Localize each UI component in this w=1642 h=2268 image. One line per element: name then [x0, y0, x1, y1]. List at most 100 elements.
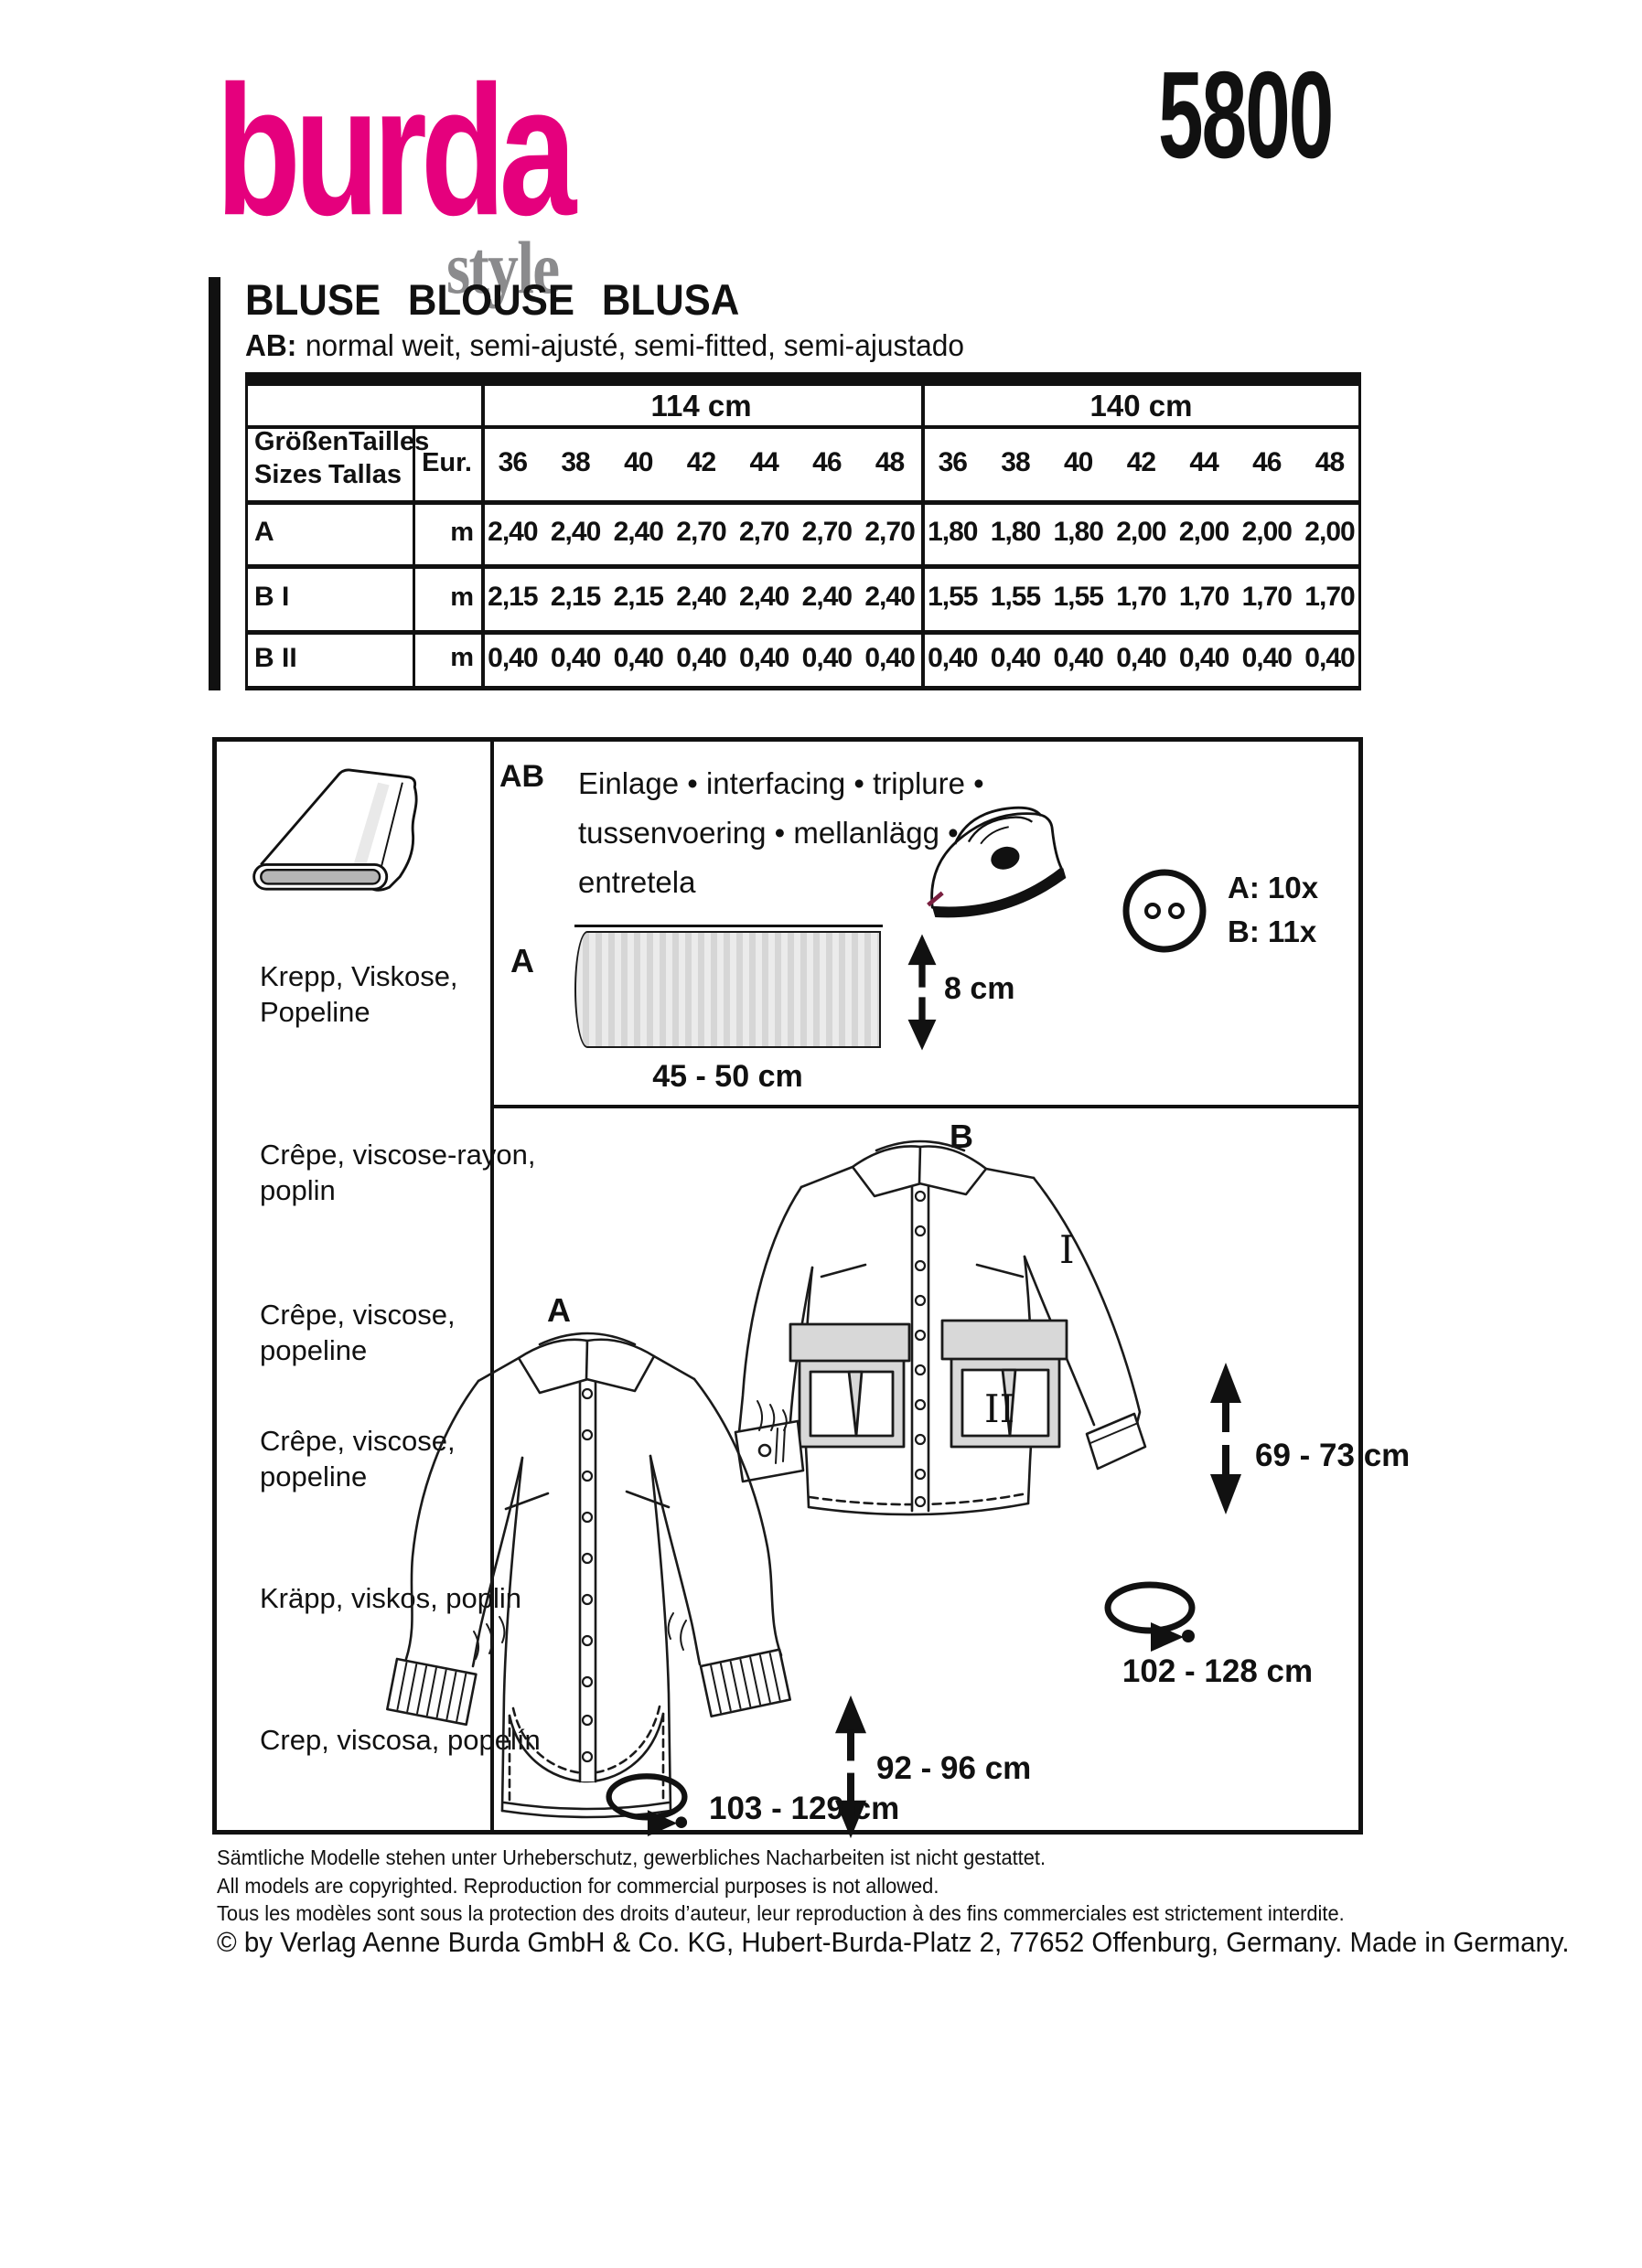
yardage-value: 0,40: [864, 642, 915, 673]
fabric-option-line: Crêpe, viscose,: [260, 1299, 456, 1331]
fit-description: AB:normal weit, semi-ajusté, semi-fitted…: [245, 328, 964, 363]
interfacing-width: 45 - 50 cm: [652, 1059, 803, 1094]
table-top-bar: [245, 372, 1361, 386]
fabric-option-line: Popeline: [260, 996, 370, 1028]
yardage-value: 2,00: [1304, 517, 1355, 547]
yardage-value: 2,15: [613, 582, 664, 612]
button-count-a: A: 10x: [1228, 871, 1319, 904]
yardage-value: 1,80: [1053, 517, 1103, 547]
sizes-row-header: Größen Tailles Sizes Tallas: [245, 425, 429, 500]
yardage-value: 0,40: [801, 642, 853, 673]
width-group-row: 114 cm 140 cm: [245, 386, 1361, 425]
panel-divider-vertical: [490, 742, 494, 1830]
view-a-garment-label: A: [547, 1291, 571, 1329]
interfacing-strip: [574, 925, 883, 1048]
size-header: 42: [1126, 447, 1156, 477]
fabric-option-line: Crêpe, viscose-rayon,: [260, 1139, 536, 1171]
girth-arrow-a-icon: [606, 1773, 688, 1836]
fabric-quantity-table: 114 cm 140 cm Größen Tailles Sizes Talla…: [245, 372, 1361, 690]
table-line: [481, 386, 485, 690]
fabric-option: Krepp, Viskose, Popeline: [260, 958, 458, 1030]
height-arrow-icon: [907, 934, 937, 1051]
fabric-option-line: Crep, viscosa, popelín: [260, 1724, 541, 1756]
length-arrow-b-icon: [1210, 1363, 1241, 1514]
blouse-b-drawing: [734, 1139, 1147, 1516]
interfacing-text: Einlage • interfacing • triplure • tusse…: [578, 759, 984, 907]
interfacing-height: 8 cm: [944, 971, 1015, 1006]
size-header: 48: [1315, 447, 1345, 477]
sizes-label-es: Tallas: [327, 460, 402, 489]
yardage-value: 1,55: [1053, 582, 1103, 612]
panel-divider-horizontal: [490, 1105, 1358, 1108]
fabric-option-line: Kräpp, viskos, poplin: [260, 1582, 522, 1614]
fabric-option: Crêpe, viscose,popeline: [260, 1423, 456, 1494]
yardage-value: 2,40: [488, 517, 538, 547]
yardage-value: 1,70: [1241, 582, 1293, 612]
table-line: [245, 500, 1361, 505]
yardage-value: 2,40: [801, 582, 853, 612]
blouse-a-drawing: [386, 1332, 792, 1819]
size-header: 46: [1252, 447, 1282, 477]
fabric-option: Crêpe, viscose,popeline: [260, 1297, 456, 1368]
width-group-114: 114 cm: [650, 388, 752, 423]
size-header: 46: [812, 447, 842, 477]
fit-views-label: AB:: [245, 328, 297, 362]
burda-logo-style: style: [446, 226, 560, 309]
button-count-b: B: 11x: [1228, 915, 1317, 948]
fabric-option-line: Crêpe, viscose,: [260, 1425, 456, 1457]
yardage-value: 2,40: [550, 517, 601, 547]
interfacing-view-a-label: A: [510, 942, 534, 979]
yardage-value: 2,40: [676, 582, 726, 612]
size-header: 38: [1001, 447, 1030, 477]
row-label: A: [254, 517, 274, 547]
row-unit: m: [450, 517, 474, 547]
yardage-value: 0,40: [550, 642, 601, 673]
yardage-value: 0,40: [738, 642, 789, 673]
yardage-value: 2,70: [801, 517, 853, 547]
yardage-value: 0,40: [928, 642, 978, 673]
yardage-value: 0,40: [488, 642, 538, 673]
fabric-option: Crep, viscosa, popelín: [260, 1722, 541, 1758]
fabric-option-line: popeline: [260, 1334, 368, 1366]
table-line: [245, 686, 1361, 690]
table-line: [245, 564, 1361, 569]
back-length-a: 92 - 96 cm: [876, 1750, 1032, 1786]
length-arrow-a-icon: [835, 1695, 866, 1839]
yardage-value: 1,70: [1304, 582, 1355, 612]
pattern-number: 5800: [1158, 46, 1334, 184]
yardage-value: 0,40: [1241, 642, 1293, 673]
yardage-value: 2,40: [613, 517, 664, 547]
yardage-value: 0,40: [1053, 642, 1103, 673]
table-line: [413, 425, 415, 690]
yardage-value: 1,80: [928, 517, 978, 547]
title-word-de: BLUSE: [245, 275, 381, 324]
size-header: 38: [561, 447, 590, 477]
fabric-option-line: popeline: [260, 1460, 368, 1492]
table-line: [245, 630, 1361, 635]
size-header: 36: [498, 447, 528, 477]
fit-text: normal weit, semi-ajusté, semi-fitted, s…: [305, 328, 964, 362]
row-label: B II: [254, 642, 297, 673]
yardage-value: 0,40: [990, 642, 1041, 673]
interfacing-line1: Einlage • interfacing • triplure •: [578, 766, 984, 800]
button-icon: [1122, 869, 1207, 953]
size-header: 40: [1063, 447, 1093, 477]
yardage-value: 0,40: [1178, 642, 1229, 673]
yardage-value: 2,40: [864, 582, 915, 612]
copyright-line-de: Sämtliche Modelle stehen unter Urhebersc…: [217, 1845, 1046, 1869]
table-line: [1358, 386, 1361, 690]
yardage-value: 0,40: [1116, 642, 1166, 673]
fabric-option: Kräpp, viskos, poplin: [260, 1580, 521, 1616]
fabric-option-line: poplin: [260, 1174, 336, 1206]
size-header: 36: [938, 447, 968, 477]
iron-icon: [927, 806, 1067, 918]
fabric-option-line: Krepp, Viskose,: [260, 960, 458, 992]
back-length-b: 69 - 73 cm: [1255, 1438, 1411, 1473]
yardage-value: 1,70: [1178, 582, 1229, 612]
